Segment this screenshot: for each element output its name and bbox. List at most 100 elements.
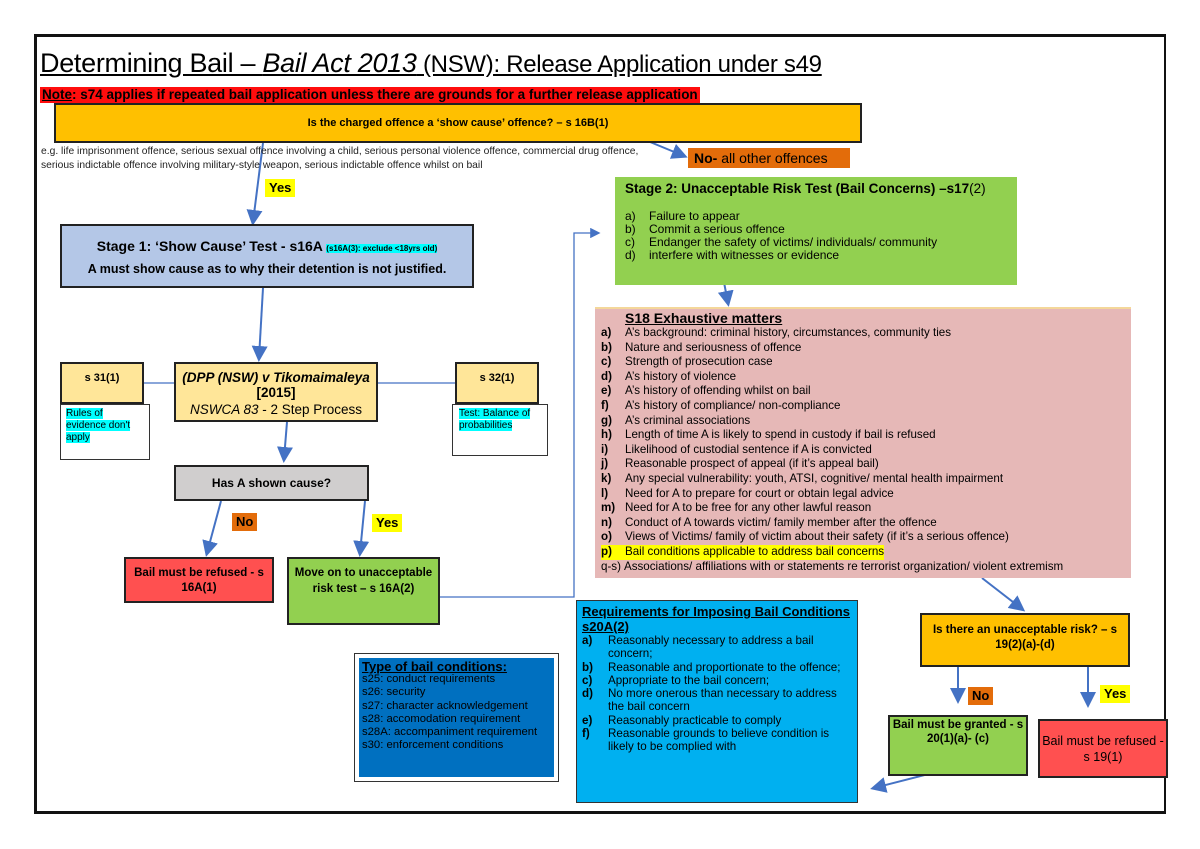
stage2-box: Stage 2: Unacceptable Risk Test (Bail Co… bbox=[615, 177, 1017, 285]
stage1-heading: Stage 1: ‘Show Cause’ Test - s16A (s16A(… bbox=[62, 238, 472, 254]
list-item: l) Need for A to prepare for court or obt… bbox=[601, 487, 1125, 502]
item-key: q-s) bbox=[601, 559, 621, 573]
list-item: q-s)Associations/ affiliations with or s… bbox=[601, 560, 1125, 575]
list-item: b)Commit a serious offence bbox=[625, 223, 1007, 236]
s31-note-text: Rules of evidence don't apply bbox=[66, 408, 131, 443]
show-cause-examples: e.g. life imprisonment offence, serious … bbox=[41, 146, 639, 171]
item-text: Strength of prosecution case bbox=[625, 355, 773, 369]
item-key: b) bbox=[582, 660, 593, 674]
list-item: n)Conduct of A towards victim/ family me… bbox=[601, 516, 1125, 531]
item-text: interfere with witnesses or evidence bbox=[649, 248, 840, 262]
process-text: - 2 Step Process bbox=[258, 402, 363, 417]
bail-type-item: s26: security bbox=[362, 686, 426, 699]
stage2-heading-sub: (2) bbox=[969, 181, 986, 196]
item-key: c) bbox=[601, 355, 612, 369]
page-title: Determining Bail – Bail Act 2013 (NSW): … bbox=[40, 48, 822, 79]
item-text: Reasonably necessary to address a bail c… bbox=[608, 634, 814, 661]
no-tag-shown-cause: No bbox=[232, 513, 258, 531]
list-item: f)A’s history of compliance/ non-complia… bbox=[601, 399, 1125, 414]
item-key: b) bbox=[625, 222, 636, 236]
s18-exhaustive-matters-box: S18 Exhaustive matters a)A’s background:… bbox=[595, 307, 1131, 578]
item-text: A’s history of offending whilst on bail bbox=[625, 384, 811, 398]
requirements-list: a)Reasonably necessary to address a bail… bbox=[582, 634, 852, 754]
item-text: No more onerous than necessary to addres… bbox=[608, 687, 837, 714]
case-name-text: (DPP (NSW) v Tikomaimaleya bbox=[182, 370, 370, 385]
no-tag-risk: No bbox=[968, 687, 994, 705]
s18-list: a)A’s background: criminal history, circ… bbox=[601, 326, 1125, 574]
bail-types-box: Type of bail conditions: s25: conduct re… bbox=[354, 653, 559, 782]
item-key: f) bbox=[582, 727, 590, 741]
item-text: A’s history of compliance/ non-complianc… bbox=[625, 398, 841, 412]
list-item: g) A’s criminal associations bbox=[601, 414, 1125, 429]
item-key: i) bbox=[601, 442, 609, 456]
list-item: m) Need for A to be free for any other la… bbox=[601, 501, 1125, 516]
requirements-heading: Requirements for Imposing Bail Condition… bbox=[582, 604, 850, 634]
no-prefix: No- bbox=[694, 150, 718, 166]
item-text: Associations/ affiliations with or state… bbox=[623, 559, 1064, 573]
page-frame bbox=[34, 34, 1166, 814]
item-key: l) bbox=[601, 486, 609, 500]
title-act: Bail Act 2013 bbox=[262, 48, 417, 78]
no-all-other-offences-tag: No- all other offences bbox=[688, 148, 850, 168]
item-text: Failure to appear bbox=[649, 209, 740, 223]
list-item: c) Endanger the safety of victims/ indivi… bbox=[625, 236, 1007, 249]
item-key: m) bbox=[601, 501, 616, 515]
item-key: n) bbox=[601, 515, 612, 529]
item-text: A’s criminal associations bbox=[625, 413, 751, 427]
item-text: Need for A to be free for any other lawf… bbox=[625, 501, 872, 515]
list-item: e) A’s history of offending whilst on bai… bbox=[601, 384, 1125, 399]
yes-tag-show-cause: Yes bbox=[265, 179, 296, 197]
bail-granted-box: Bail must be granted - s 20(1)(a)- (c) bbox=[888, 715, 1028, 776]
note-banner: Note: s74 applies if repeated bail appli… bbox=[40, 87, 700, 103]
bail-types-heading: Type of bail conditions: bbox=[362, 659, 507, 674]
unacceptable-risk-question-box: Is there an unacceptable risk? – s 19(2)… bbox=[920, 613, 1130, 667]
item-text: Reasonable prospect of appeal (if it’s a… bbox=[625, 457, 879, 471]
has-shown-cause-text: Has A shown cause? bbox=[211, 476, 332, 490]
note-label: Note bbox=[42, 87, 72, 102]
bail-refused-16a-box: Bail must be refused - s 16A(1) bbox=[124, 557, 274, 603]
list-item: b)Reasonable and proportionate to the of… bbox=[582, 661, 852, 674]
item-key: h) bbox=[601, 428, 612, 442]
item-text: Nature and seriousness of offence bbox=[625, 340, 802, 354]
item-key: d) bbox=[625, 248, 636, 262]
item-key: g) bbox=[601, 413, 612, 427]
item-text: Endanger the safety of victims/ individu… bbox=[649, 235, 938, 249]
list-item: k)Any special vulnerability: youth, ATSI… bbox=[601, 472, 1125, 487]
list-item: b)Nature and seriousness of offence bbox=[601, 341, 1125, 356]
item-key: j) bbox=[601, 457, 609, 471]
list-item: j) Reasonable prospect of appeal (if it’s… bbox=[601, 457, 1125, 472]
title-prefix: Determining Bail – bbox=[40, 48, 263, 78]
title-suffix: : Release Application under s49 bbox=[493, 51, 822, 78]
item-text: A’s history of violence bbox=[625, 369, 737, 383]
list-item-highlighted: p)Bail conditions applicable to address … bbox=[601, 544, 1125, 560]
bail-refused-19-box: Bail must be refused - s 19(1) bbox=[1038, 719, 1168, 778]
stage1-heading-text: Stage 1: ‘Show Cause’ Test - s16A bbox=[96, 238, 327, 254]
list-item: d)No more onerous than necessary to addr… bbox=[582, 687, 852, 714]
list-item: c) Strength of prosecution case bbox=[601, 355, 1125, 370]
list-item: o) Views of Victims/ family of victim abo… bbox=[601, 530, 1125, 545]
item-text: Views of Victims/ family of victim about… bbox=[625, 530, 1009, 544]
list-item: d) interfere with witnesses or evidence bbox=[625, 249, 1007, 262]
bail-type-item: s30: enforcement conditions bbox=[362, 739, 504, 752]
s31-note: Rules of evidence don't apply bbox=[60, 404, 150, 460]
item-key: c) bbox=[625, 235, 635, 249]
case-year: [2015] bbox=[256, 385, 296, 400]
item-key: e) bbox=[601, 384, 612, 398]
item-key: d) bbox=[601, 369, 612, 383]
item-text: A’s background: criminal history, circum… bbox=[625, 326, 952, 339]
list-item: c)Appropriate to the bail concern; bbox=[582, 674, 852, 687]
item-text: Need for A to prepare for court or obtai… bbox=[625, 486, 894, 500]
item-text: Bail conditions applicable to address ba… bbox=[625, 544, 885, 560]
stage1-body: A must show cause as to why their detent… bbox=[87, 262, 447, 276]
no-all-rest: all other offences bbox=[717, 150, 828, 166]
bail-type-item: s25: conduct requirements bbox=[362, 673, 496, 686]
item-key: p) bbox=[601, 544, 625, 560]
show-cause-question: Is the charged offence a ‘show cause’ of… bbox=[307, 117, 609, 129]
citation-text: NSWCA 83 bbox=[189, 402, 259, 417]
item-text: Reasonable grounds to believe condition … bbox=[608, 727, 830, 754]
list-item: i)Likelihood of custodial sentence if A … bbox=[601, 443, 1125, 458]
item-key: c) bbox=[582, 673, 593, 687]
title-jurisdiction: (NSW) bbox=[416, 51, 494, 78]
list-item: a)A’s background: criminal history, circ… bbox=[601, 326, 1125, 341]
item-key: o) bbox=[601, 530, 612, 544]
